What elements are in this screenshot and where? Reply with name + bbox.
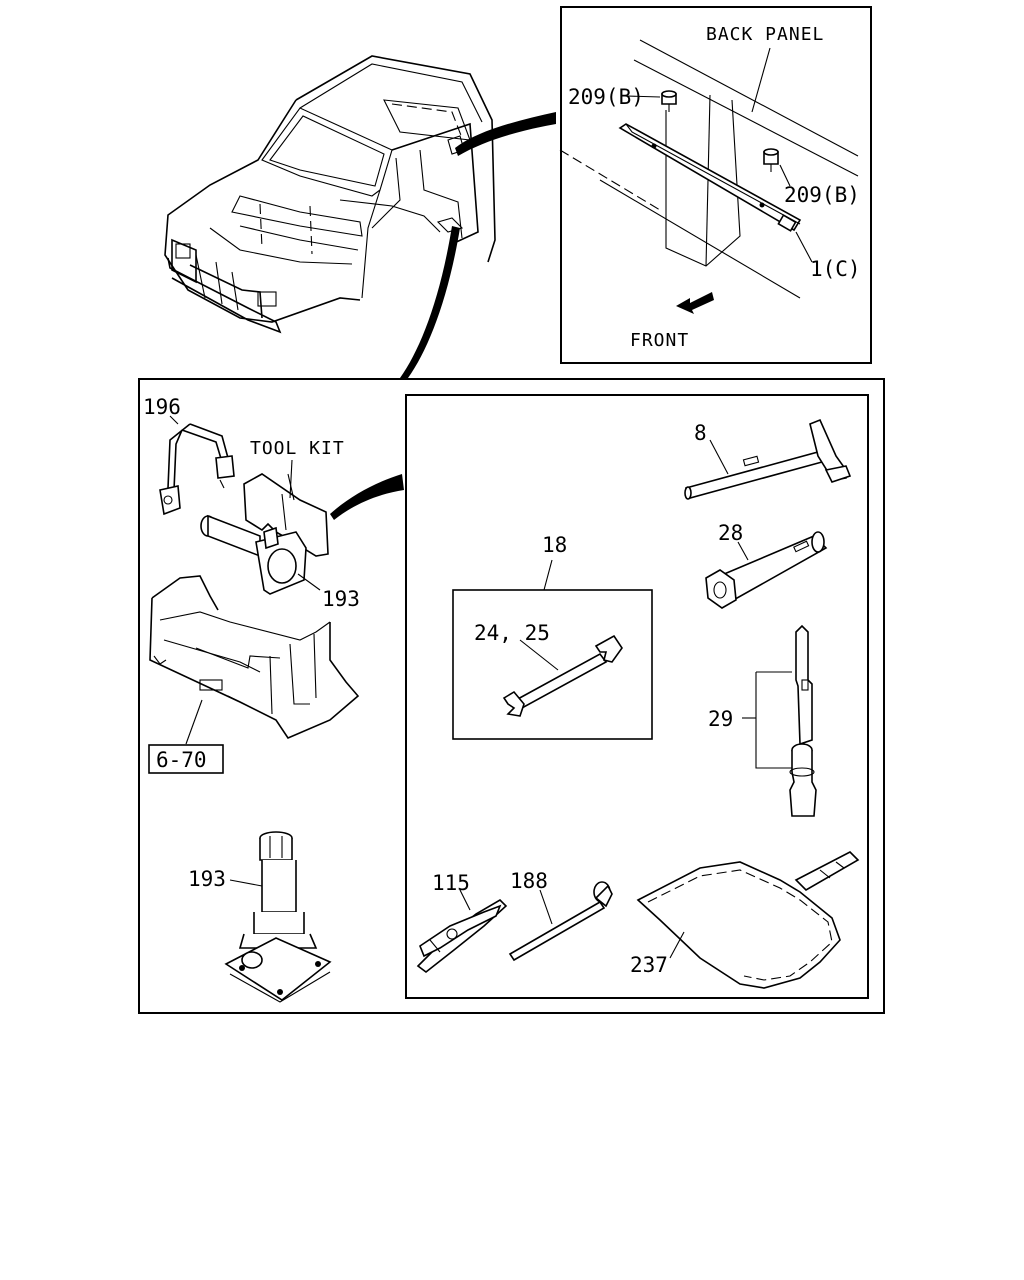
part-label-8: 8 — [694, 421, 707, 445]
pliers-115 — [416, 898, 508, 974]
tool-bag-237 — [636, 851, 860, 989]
part-label-1c: 1(C) — [810, 257, 861, 281]
wheel-wrench-8 — [684, 418, 852, 500]
back-panel-illustration — [559, 39, 859, 314]
wrench-set-18-box — [452, 589, 653, 740]
floor-tray — [149, 575, 360, 739]
open-end-wrench-24-25 — [502, 634, 623, 717]
tool-kit-main-box — [138, 378, 885, 1014]
tool-kit-contents-box — [405, 394, 869, 999]
back-panel-label: BACK PANEL — [706, 24, 824, 45]
part-label-24-25: 24, 25 — [474, 621, 550, 645]
rod-188 — [508, 881, 613, 962]
part-label-193-kit: 193 — [322, 587, 360, 611]
bolt-209b-top — [661, 90, 677, 112]
part-label-209b-right: 209(B) — [784, 183, 860, 207]
strap-196 — [159, 423, 235, 516]
part-label-188: 188 — [510, 869, 548, 893]
ref-label-6-70: 6-70 — [156, 748, 207, 772]
bolt-209b-right — [763, 148, 779, 172]
part-label-193-jack: 193 — [188, 867, 226, 891]
box-wrench-28 — [705, 531, 828, 609]
part-label-29: 29 — [708, 707, 733, 731]
part-label-196: 196 — [143, 395, 181, 419]
part-label-209b-top: 209(B) — [568, 85, 644, 109]
screwdriver-29 — [789, 624, 817, 817]
ref-6-70-box — [148, 744, 224, 774]
vehicle-body-illustration — [164, 55, 496, 334]
pointer-to-tool-kit-area — [400, 226, 460, 378]
back-panel-detail-box — [560, 6, 872, 364]
front-arrow-icon — [676, 292, 714, 314]
pointer-to-back-panel — [455, 112, 556, 156]
part-label-28: 28 — [718, 521, 743, 545]
part-label-237: 237 — [630, 953, 668, 977]
jack-193-small — [200, 514, 307, 595]
front-label: FRONT — [630, 330, 689, 351]
part-label-18: 18 — [542, 533, 567, 557]
jack-193-large — [224, 831, 332, 1003]
part-label-115: 115 — [432, 871, 470, 895]
tool-kit-label: TOOL KIT — [250, 438, 345, 459]
pointer-to-tool-kit-contents — [330, 474, 404, 520]
